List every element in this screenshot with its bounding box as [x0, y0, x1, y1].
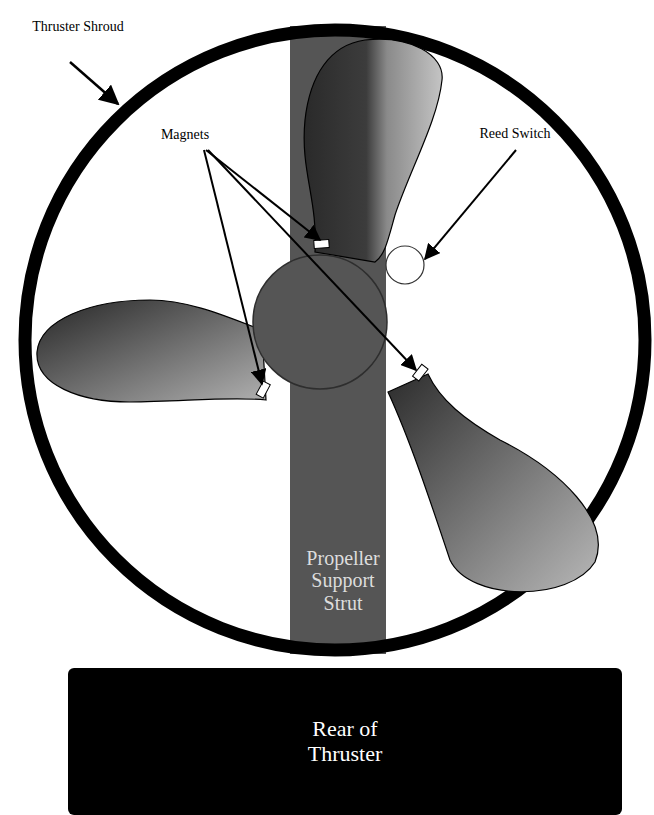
leader-line [70, 62, 118, 104]
leader-line [208, 150, 416, 370]
part-name: Rear of Thruster [285, 717, 405, 766]
magnet [256, 381, 270, 398]
propeller-blade [304, 39, 442, 262]
callout-label: Reed Switch [455, 125, 575, 143]
shroud-interior [25, 30, 645, 650]
reed-switch [386, 246, 424, 284]
thruster-rear-block: Rear of Thruster [68, 668, 622, 815]
leader-line [425, 150, 516, 259]
thruster-shroud [25, 30, 645, 650]
magnet [314, 239, 330, 248]
magnet [413, 364, 429, 381]
propeller-hub [253, 255, 387, 389]
callout-label: Thruster Shroud [28, 18, 128, 36]
part-name: Propeller Support Strut [298, 547, 388, 614]
propeller-blade [37, 300, 266, 402]
support-strut-band: Propeller Support Strut [290, 26, 396, 654]
callout-label: Magnets [130, 126, 240, 144]
leader-line [204, 150, 262, 384]
propeller-blade [388, 374, 598, 592]
